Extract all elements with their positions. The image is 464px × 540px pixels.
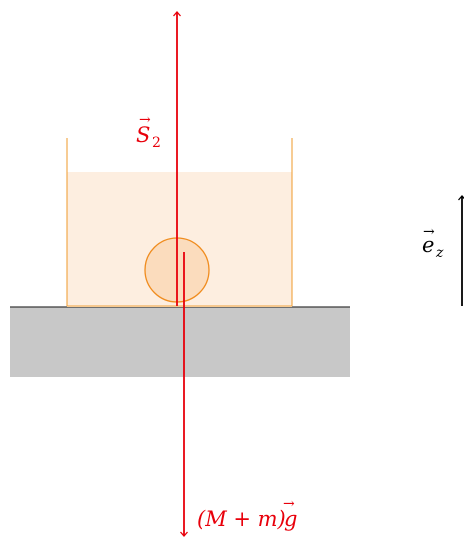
label-weight-symbol: g (284, 507, 297, 531)
label-weight: (M + m) → g (197, 496, 297, 531)
label-ez-subscript: z (435, 245, 444, 261)
label-ez-symbol: e (422, 233, 434, 257)
label-s2-symbol: S (136, 123, 150, 147)
label-ez-vector-arrow: → (423, 224, 435, 240)
label-ez: → e z (422, 224, 444, 261)
label-s2-vector-arrow: → (139, 112, 151, 128)
label-s2: → S 2 (136, 112, 161, 151)
label-weight-vector-arrow: → (283, 496, 295, 512)
label-weight-prefix: (M + m) (197, 507, 286, 531)
label-s2-subscript: 2 (152, 135, 161, 151)
table-block (10, 307, 350, 377)
